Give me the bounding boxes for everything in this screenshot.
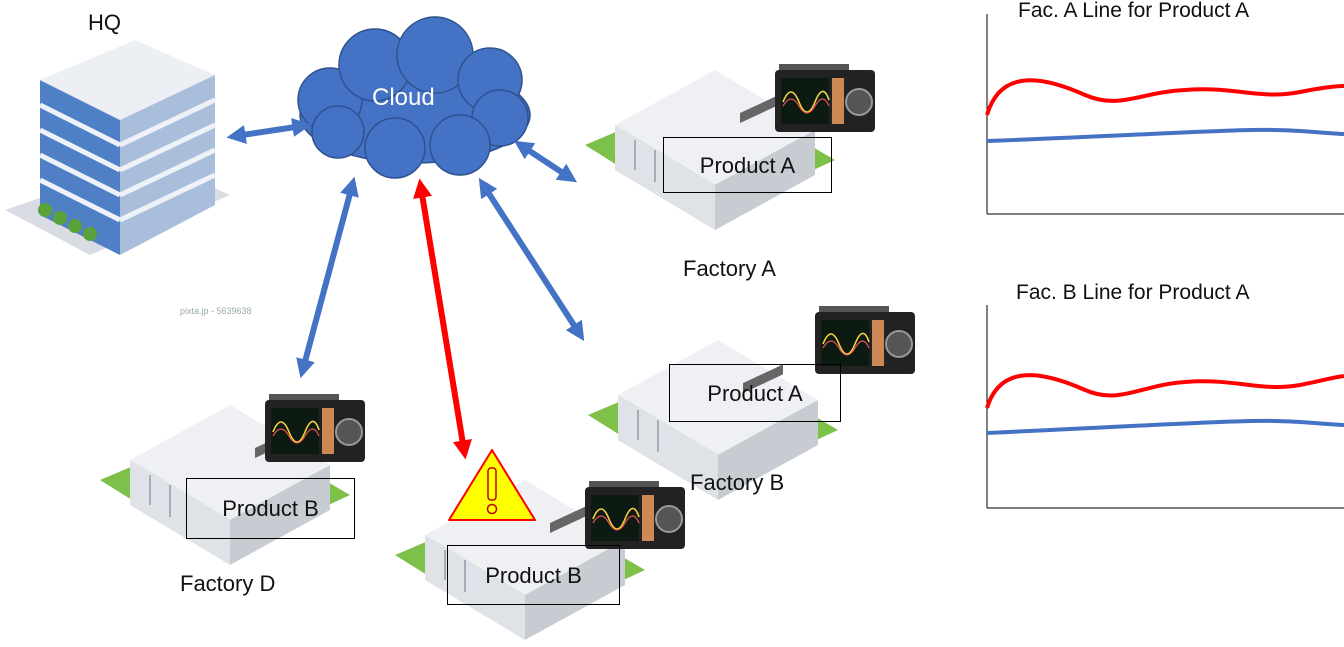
hq-building (5, 40, 230, 255)
cloud-shape (297, 16, 531, 179)
warning-icon (448, 449, 536, 521)
factory-d-product-tag: Product B (186, 478, 355, 539)
link-hq-cloud (226, 117, 312, 145)
factory-c-product-label: Product B (485, 563, 582, 588)
factory-a-product-label: Product A (699, 153, 796, 178)
cloud-label: Cloud (372, 84, 435, 111)
chart-b-top-series (985, 373, 1344, 409)
chart-a-title: Fac. A Line for Product A (1018, 0, 1250, 22)
chart-a-top-series (985, 78, 1344, 116)
factory-b-label: Factory B (690, 470, 785, 495)
chart-b-bottom-series (986, 418, 1344, 435)
factory-d-product-label: Product B (222, 496, 319, 521)
chart-a (985, 14, 1344, 215)
factory-a-logger (774, 63, 876, 133)
factory-c-logger (584, 480, 686, 550)
chart-a-bottom-series (986, 127, 1344, 143)
factory-b-product-label: Product A (707, 381, 803, 406)
link-cloud-factory-c (413, 178, 472, 460)
factory-a-product-tag: Product A (663, 137, 832, 193)
factory-c-product-tag: Product B (447, 545, 620, 605)
factory-d-logger (264, 393, 366, 463)
chart-b-title: Fac. B Line for Product A (1016, 281, 1250, 304)
hq-watermark: pixta.jp - 5639638 (180, 306, 252, 316)
factory-b-product-tag: Product A (669, 364, 841, 422)
chart-b (985, 305, 1344, 509)
hq-label: HQ (88, 10, 121, 35)
link-cloud-factory-b (478, 177, 585, 342)
factory-a-label: Factory A (683, 256, 776, 281)
link-cloud-factory-d (296, 176, 359, 379)
factory-d-label: Factory D (180, 571, 276, 596)
link-cloud-factory-a (513, 140, 578, 183)
